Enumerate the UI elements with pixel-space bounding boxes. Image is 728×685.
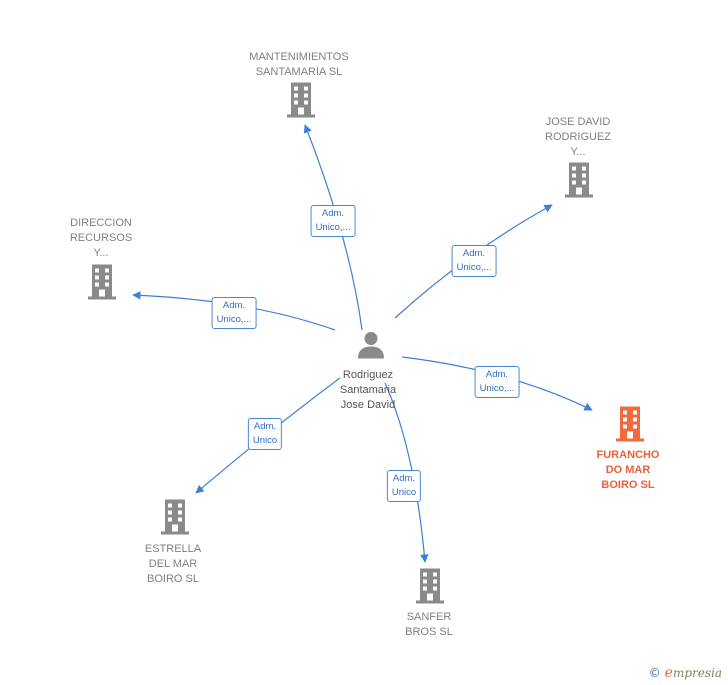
company-name-estrella[interactable]: ESTRELLA DEL MAR BOIRO SL [144, 543, 202, 585]
company-name-mantenimientos[interactable]: MANTENIMIENTOS SANTAMARIA SL [249, 51, 349, 78]
company-name-furancho[interactable]: FURANCHO DO MAR BOIRO SL [596, 449, 660, 491]
edge-sanfer [384, 382, 429, 563]
edge-label-direccion-recursos[interactable]: Adm. Unico,... [211, 297, 257, 329]
edge-label-furancho[interactable]: Adm. Unico,... [474, 366, 520, 398]
building-icon[interactable] [564, 162, 594, 203]
person-name[interactable]: Rodriguez Santamaria Jose David [339, 369, 397, 411]
building-icon[interactable] [87, 264, 117, 305]
brand-logo[interactable]: ©empresia [649, 665, 722, 681]
building-icon[interactable] [286, 82, 316, 123]
edge-label-mantenimientos[interactable]: Adm. Unico,... [310, 205, 356, 237]
brand-initial: e [664, 665, 673, 681]
company-name-jose-david-rodriguez[interactable]: JOSE DAVID RODRIGUEZ Y... [545, 116, 611, 158]
edge-label-jose-david-rodriguez[interactable]: Adm. Unico,... [451, 245, 497, 277]
edge-label-sanfer[interactable]: Adm. Unico [386, 470, 422, 502]
copyright-symbol: © [648, 666, 661, 680]
building-icon[interactable] [415, 568, 445, 609]
company-name-sanfer[interactable]: SANFER BROS SL [405, 611, 453, 638]
person-icon[interactable] [356, 330, 386, 365]
building-icon[interactable] [160, 499, 190, 540]
brand-name: mpresia [672, 666, 722, 680]
company-name-direccion-recursos[interactable]: DIRECCION RECURSOS Y... [69, 217, 133, 259]
building-icon[interactable] [615, 406, 645, 447]
edge-label-estrella[interactable]: Adm. Unico [247, 418, 283, 450]
